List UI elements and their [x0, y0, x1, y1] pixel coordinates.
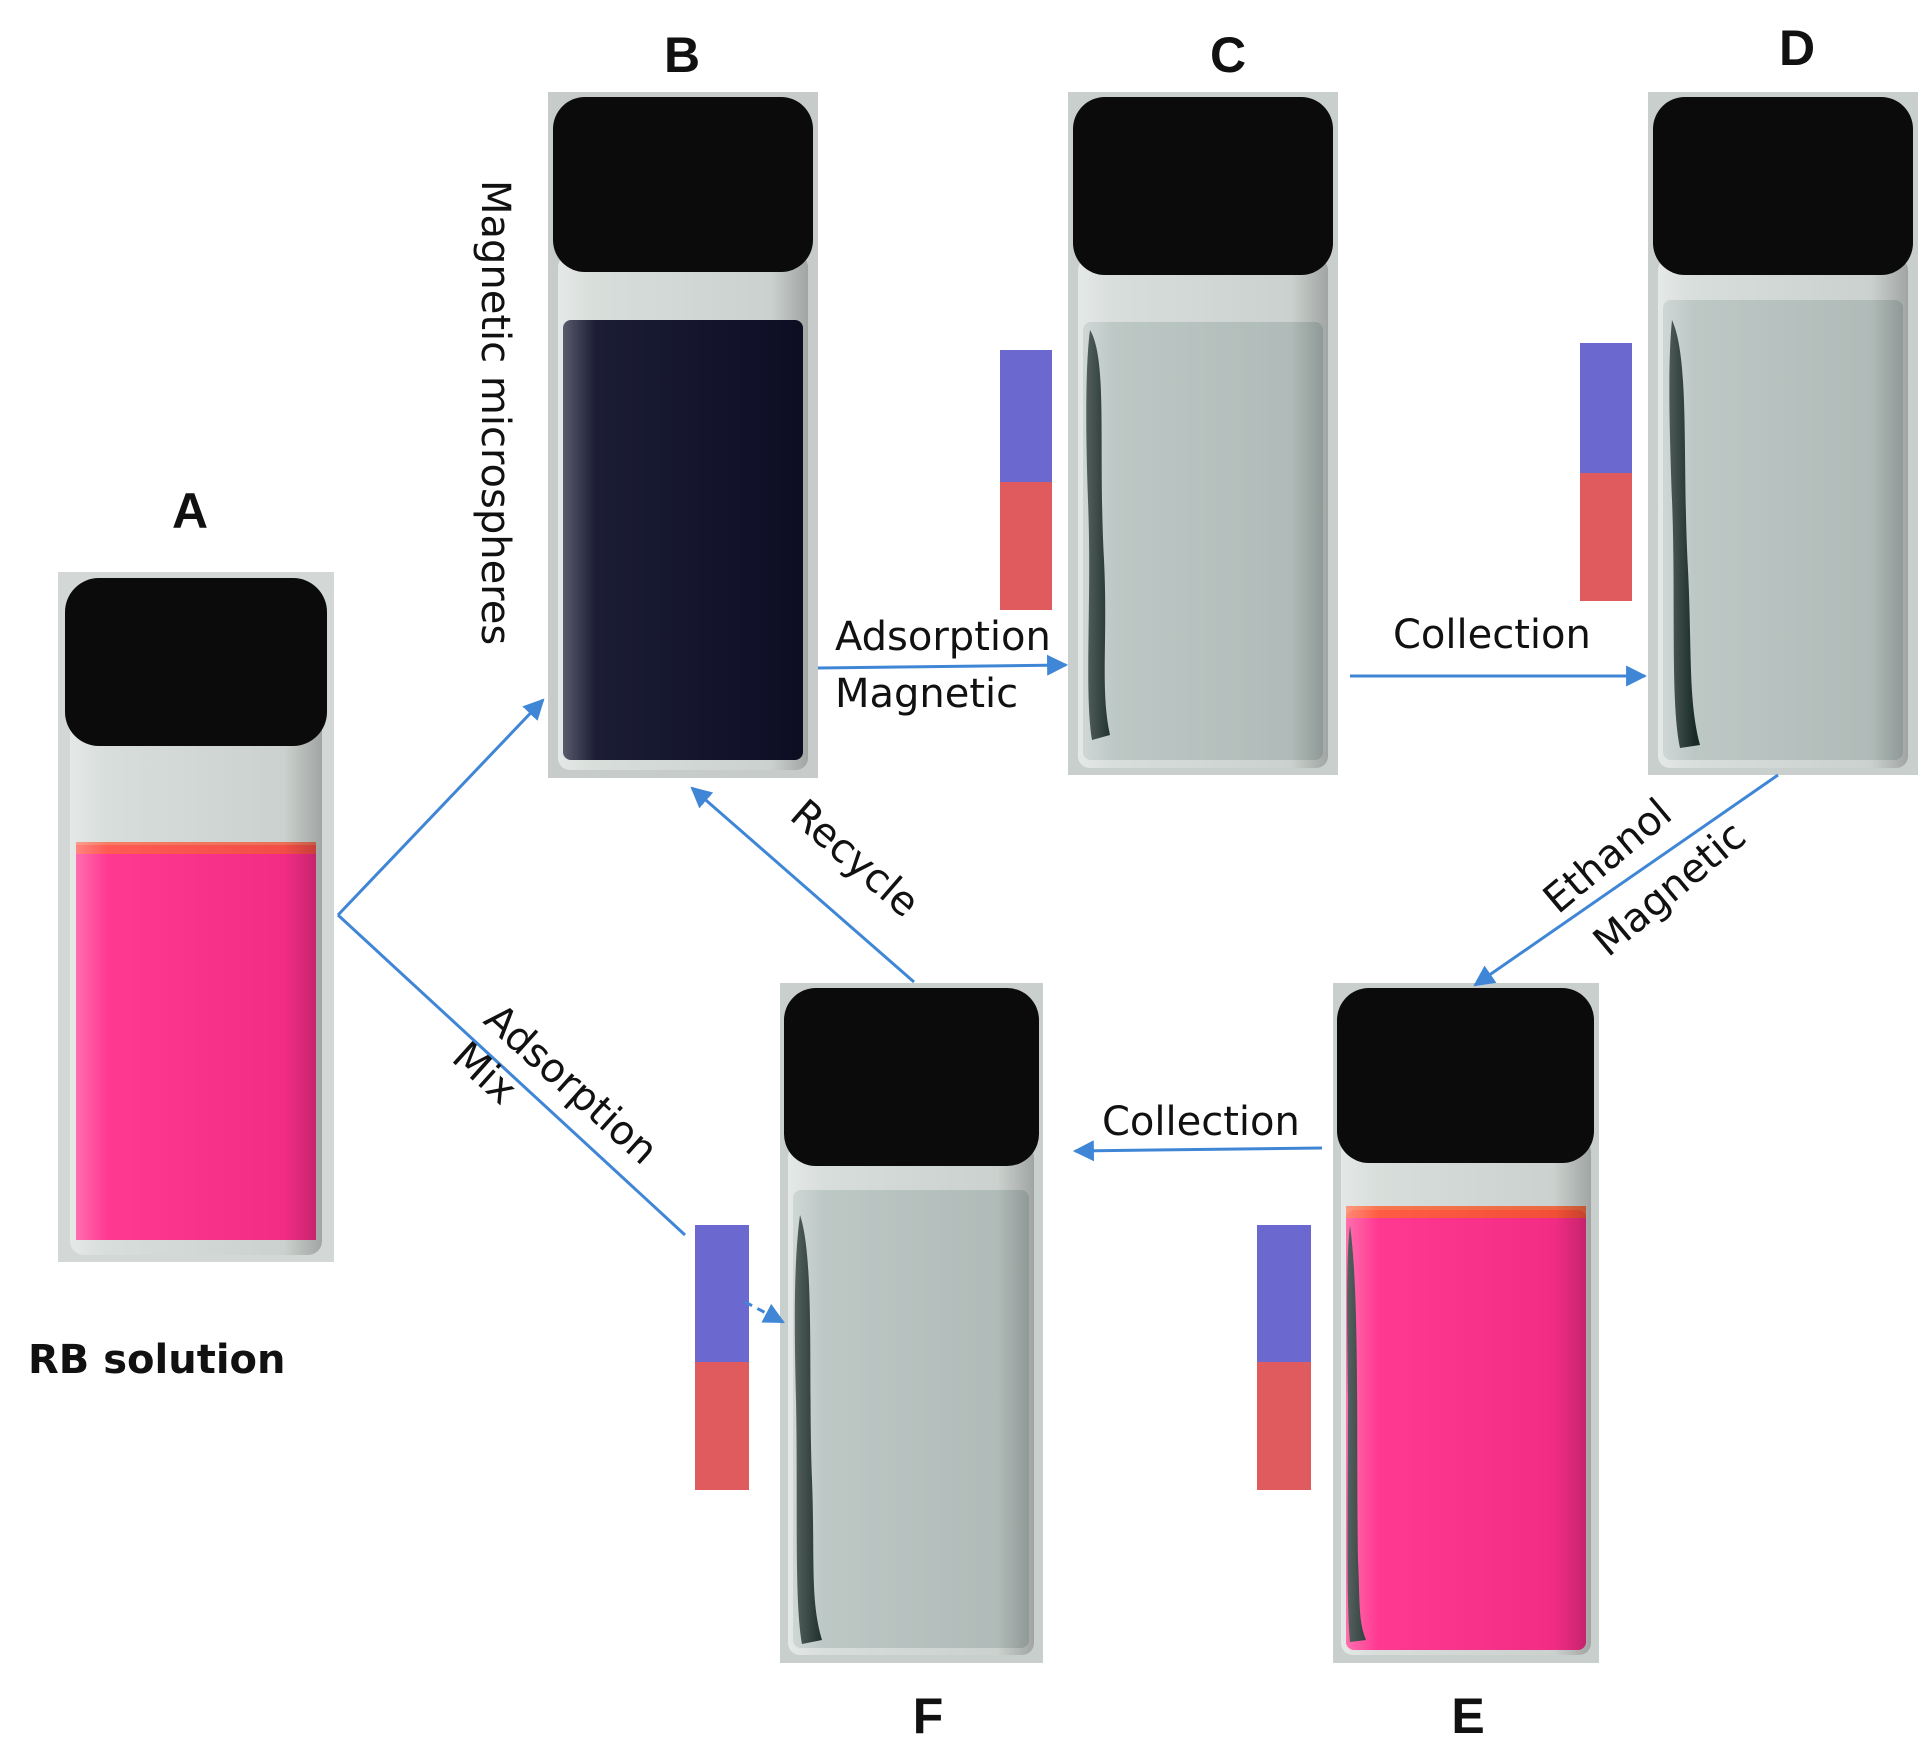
vial-a-glass-shade — [70, 700, 322, 1255]
magnet-c-north — [1000, 350, 1052, 482]
magnet-e — [1257, 1225, 1311, 1490]
step-label-f-to-b: Recycle — [781, 791, 927, 927]
vial-e — [1333, 983, 1599, 1663]
magnet-e-south — [1257, 1362, 1311, 1490]
magnet-d-north — [1580, 343, 1632, 473]
panel-letter-c: C — [1210, 27, 1246, 83]
vial-a-cap — [65, 578, 327, 746]
arrow-d-to-e — [1473, 773, 1779, 987]
panel-letter-e: E — [1451, 1688, 1484, 1744]
arrow-e-to-f — [1072, 1140, 1323, 1162]
magnet-d-south — [1580, 473, 1632, 601]
arrow-a-to-f-tip — [744, 1300, 785, 1324]
vial-a — [58, 572, 334, 1262]
vial-c-glass-shade — [1078, 258, 1328, 768]
vial-d-glass-shade — [1658, 258, 1908, 768]
step-label-e-to-f: Collection — [1102, 1099, 1300, 1145]
line-a-to-f — [336, 913, 687, 1237]
panel-letter-d: D — [1779, 20, 1815, 76]
step-label-b-to-c-line1: Adsorption — [835, 614, 1051, 660]
magnet-f-south — [695, 1362, 749, 1490]
panel-letter-f: F — [913, 1688, 944, 1744]
panel-letter-b: B — [664, 27, 700, 83]
step-label-c-to-d: Collection — [1393, 612, 1591, 658]
step-label-b-to-c-line2: Magnetic — [835, 671, 1018, 717]
magnet-c-south — [1000, 482, 1052, 610]
magnet-d — [1580, 343, 1632, 601]
magnet-f — [695, 1225, 749, 1490]
vial-f — [780, 983, 1043, 1663]
vial-b-glass-shade — [558, 255, 808, 770]
caption-rb-solution: RB solution — [28, 1337, 285, 1383]
arrow-b-to-c — [817, 654, 1069, 676]
panel-letter-a: A — [172, 483, 208, 539]
vial-f-cap — [784, 988, 1039, 1166]
arrow-a-to-b — [336, 698, 545, 917]
vial-b — [548, 92, 818, 778]
vial-c-cap — [1073, 97, 1333, 275]
vial-f-glass-shade — [788, 1145, 1034, 1655]
vial-e-cap — [1337, 988, 1594, 1163]
process-arrows — [336, 654, 1779, 1324]
magnet-c — [1000, 350, 1052, 610]
vial-d — [1648, 92, 1918, 775]
side-label-magnetic-microspheres: Magnetic microspheres — [472, 180, 518, 645]
magnet-f-north — [695, 1225, 749, 1362]
arrow-f-to-b — [690, 786, 915, 984]
vial-d-cap — [1653, 97, 1913, 275]
vial-e-glass-shade — [1341, 1140, 1591, 1655]
vial-c — [1068, 92, 1338, 775]
magnet-e-north — [1257, 1225, 1311, 1362]
vial-b-cap — [553, 97, 813, 272]
